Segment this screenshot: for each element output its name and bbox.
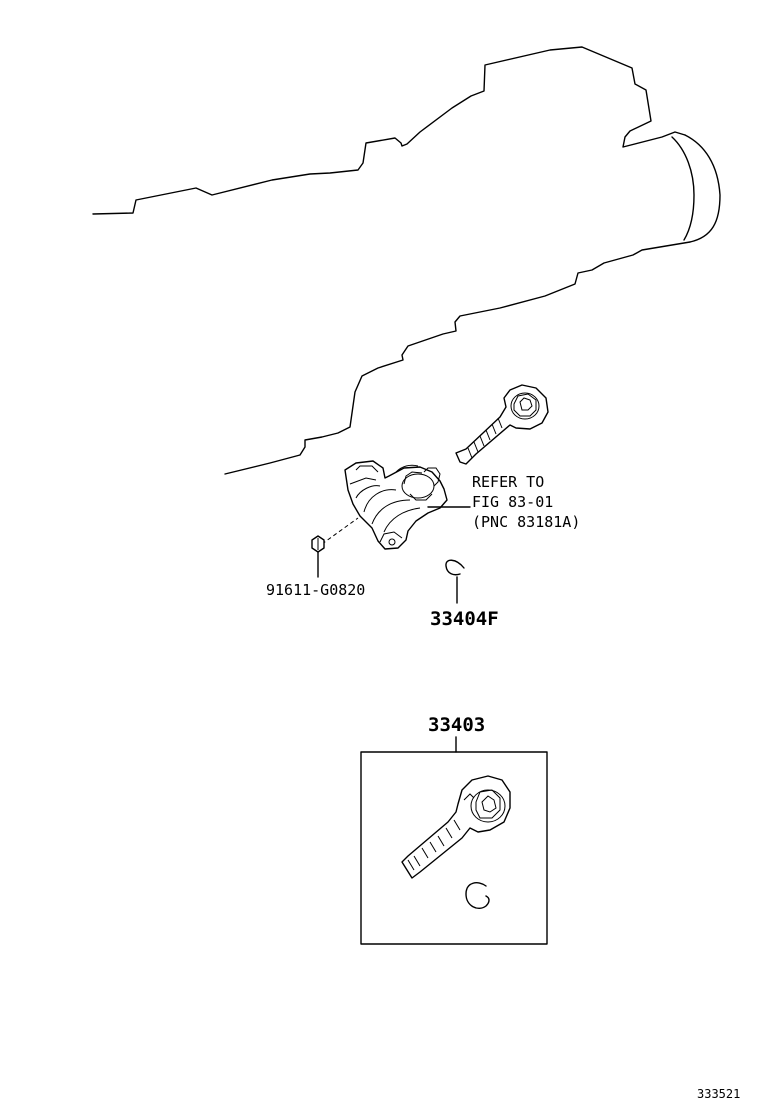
refer-to-line3: (PNC 83181A) (472, 513, 580, 531)
refer-to-line2: FIG 83-01 (472, 493, 553, 511)
kit-box (360, 736, 548, 945)
bolt-part-number: 91611-G0820 (266, 581, 365, 599)
illustration-number: 333521 (697, 1087, 740, 1101)
bolt (311, 517, 359, 578)
transmission-outline (92, 46, 721, 475)
refer-to-line1: REFER TO (472, 473, 544, 491)
kit-part-number: 33403 (428, 714, 485, 736)
clip-part-number: 33404F (430, 608, 499, 630)
driven-gear (455, 384, 549, 465)
speed-sensor (344, 460, 448, 550)
clip (445, 559, 465, 604)
